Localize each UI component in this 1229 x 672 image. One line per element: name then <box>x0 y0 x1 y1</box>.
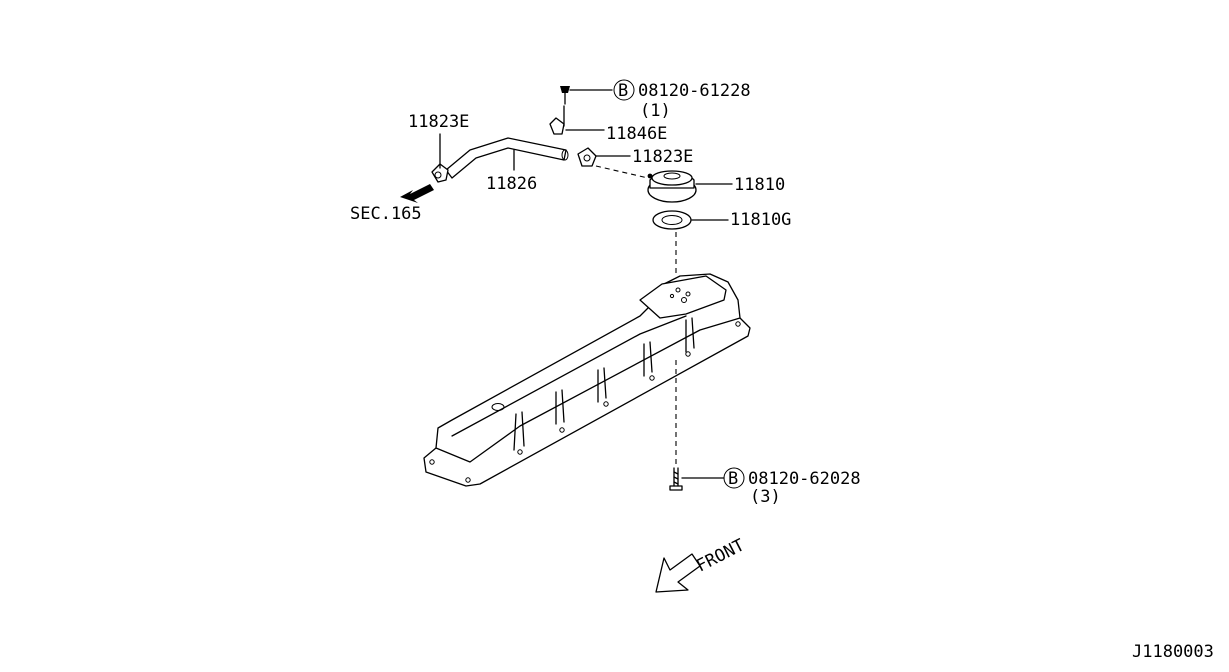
rocker-cover <box>423 273 751 487</box>
diagram-code: J1180003 <box>1132 642 1214 662</box>
hose <box>445 137 569 179</box>
clamp-left <box>431 163 449 183</box>
front-label: FRONT <box>693 535 748 576</box>
separator-part-label: 11810 <box>734 175 785 195</box>
bolt-bottom-part-label: 08120-62028 <box>748 469 861 489</box>
front-arrow-icon <box>655 553 701 593</box>
bolt-top <box>560 86 570 105</box>
bolt-bottom-qty-label: (3) <box>750 487 781 507</box>
clamp-left-part-label: 11823E <box>408 112 469 132</box>
clip <box>549 105 565 135</box>
gasket-part-label: 11810G <box>730 210 791 230</box>
bolt-bottom-symbol: B <box>728 469 738 489</box>
section-arrow-icon <box>400 184 434 203</box>
bolt-top-part-label: 08120-61228 <box>638 81 751 101</box>
clamp-right <box>577 147 597 167</box>
clip-part-label: 11846E <box>606 124 667 144</box>
hose-part-label: 11826 <box>486 174 537 194</box>
separator <box>647 170 697 203</box>
section-reference-label: SEC.165 <box>350 204 422 224</box>
gasket <box>652 210 692 230</box>
bolt-symbol-circle <box>723 467 745 489</box>
bolt-bottom <box>669 467 683 491</box>
bolt-symbol-circle <box>613 79 635 101</box>
bolt-top-symbol: B <box>618 81 628 101</box>
clamp-right-part-label: 11823E <box>632 147 693 167</box>
bolt-top-qty-label: (1) <box>640 101 671 121</box>
